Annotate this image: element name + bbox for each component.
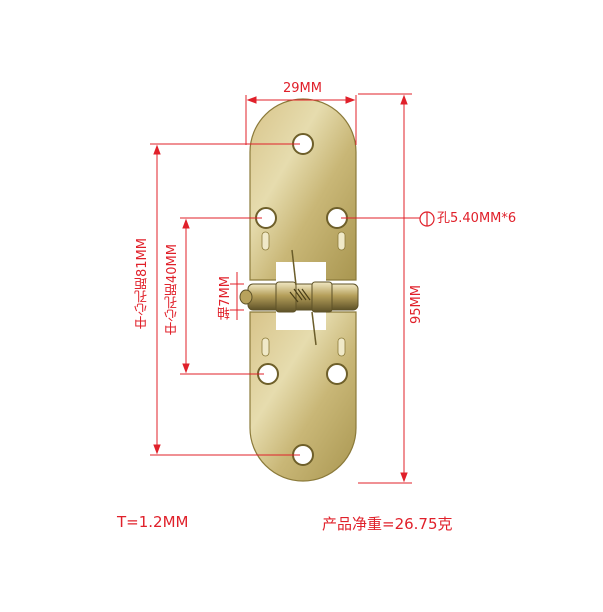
center-distance-40-label: 中心孔距40MM <box>165 244 180 335</box>
center-distance-81-label: 中心孔距81MM <box>135 238 150 329</box>
slot <box>337 337 346 357</box>
knuckle-cutout <box>276 310 326 330</box>
axle-label: 轴7MM <box>218 276 233 320</box>
slot <box>261 231 270 251</box>
thickness-label: T=1.2MM <box>117 513 189 531</box>
slot <box>337 231 346 251</box>
dimension-lines <box>150 93 420 484</box>
hinge-bottom-leaf <box>249 311 357 482</box>
hinge-pin <box>239 249 359 346</box>
width-label: 29MM <box>283 81 322 96</box>
slot <box>261 337 270 357</box>
net-weight-label: 产品净重=26.75克 <box>322 515 453 533</box>
hole <box>326 363 348 385</box>
hinge-top-leaf <box>249 98 357 281</box>
knuckle-cutout <box>276 262 326 282</box>
length-label: 95MM <box>409 285 424 324</box>
hole-spec-label: 孔5.40MM*6 <box>437 211 517 226</box>
